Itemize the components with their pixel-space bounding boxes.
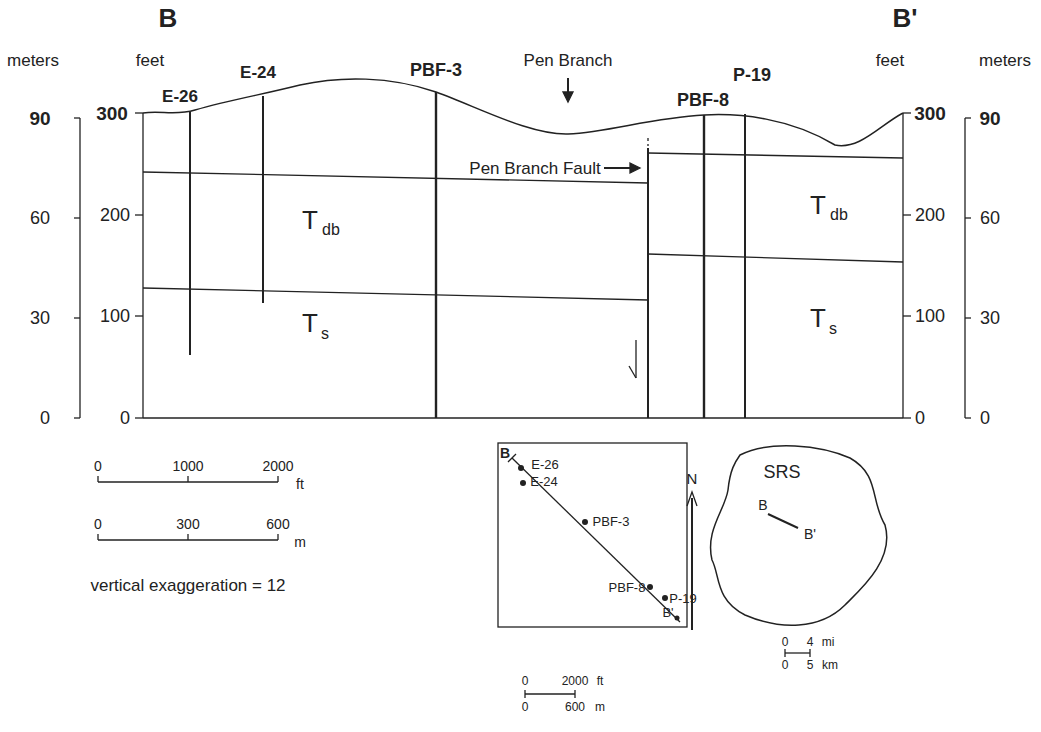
well-name: PBF-3 [410, 61, 462, 79]
unit-symbol: T [302, 207, 318, 233]
scale-unit: m [294, 535, 306, 549]
axis-tick: 60 [30, 209, 50, 227]
inset-label: B [500, 446, 510, 460]
north-label: N [687, 471, 698, 486]
well-name: E-24 [240, 64, 276, 81]
scale-number: 2000 [262, 459, 293, 473]
axis-tick: 30 [30, 309, 50, 327]
unit-subscript: s [829, 321, 837, 337]
scale-number: 600 [266, 517, 289, 531]
unit-subscript: db [322, 222, 340, 238]
axis-unit: feet [876, 52, 904, 69]
inset-label: PBF-8 [609, 581, 646, 594]
axis-tick: 0 [40, 409, 50, 427]
note: vertical exaggeration = 12 [90, 577, 285, 594]
inset-label: E-26 [531, 458, 558, 471]
well-name: P-19 [733, 66, 771, 84]
unit-subscript: s [321, 326, 329, 342]
scale-number: 0 [94, 517, 102, 531]
axis-tick: 30 [980, 309, 1000, 327]
axis-unit: meters [979, 52, 1031, 69]
axis-tick: 300 [96, 104, 128, 123]
scale-number: 2000 [562, 675, 589, 687]
scale-number: 0 [782, 659, 789, 671]
scale-number: 0 [94, 459, 102, 473]
axis-tick: 200 [100, 206, 130, 224]
axis-tick: 90 [979, 109, 1000, 128]
axis-tick: 90 [29, 109, 50, 128]
scale-number: 0 [522, 675, 529, 687]
scale-number: 1000 [172, 459, 203, 473]
scale-unit: ft [296, 477, 304, 491]
scale-unit: ft [597, 675, 604, 687]
section-end: B [159, 5, 178, 31]
well-name: E-26 [162, 88, 198, 105]
scale-number: 4 [807, 636, 814, 648]
stream-name: Pen Branch [524, 52, 613, 69]
scale-number: 0 [522, 701, 529, 713]
unit-symbol: T [810, 305, 826, 331]
scale-number: 600 [565, 701, 585, 713]
well-name: PBF-8 [677, 91, 729, 109]
fault-name: Pen Branch Fault [469, 160, 600, 177]
scale-unit: km [822, 659, 838, 671]
map-label: B' [804, 527, 816, 541]
inset-label: E-24 [530, 475, 557, 488]
axis-tick: 60 [980, 209, 1000, 227]
map-name: SRS [763, 463, 800, 481]
axis-tick: 200 [915, 206, 945, 224]
scale-number: 0 [782, 636, 789, 648]
inset-label: P-19 [669, 592, 696, 605]
scale-number: 5 [807, 659, 814, 671]
inset-label: PBF-3 [593, 515, 630, 528]
unit-symbol: T [302, 310, 318, 336]
map-label: B [758, 498, 767, 512]
axis-tick: 300 [914, 104, 946, 123]
axis-tick: 100 [915, 307, 945, 325]
inset-label: B' [662, 606, 673, 619]
unit-subscript: db [830, 207, 848, 223]
axis-tick: 0 [120, 409, 130, 427]
scale-unit: mi [822, 636, 835, 648]
axis-tick: 100 [100, 307, 130, 325]
axis-unit: feet [136, 52, 164, 69]
axis-tick: 0 [915, 409, 925, 427]
unit-symbol: T [810, 192, 826, 218]
scale-unit: m [595, 701, 605, 713]
section-end: B' [893, 5, 918, 31]
axis-tick: 0 [980, 409, 990, 427]
scale-number: 300 [176, 517, 199, 531]
axis-unit: meters [7, 52, 59, 69]
